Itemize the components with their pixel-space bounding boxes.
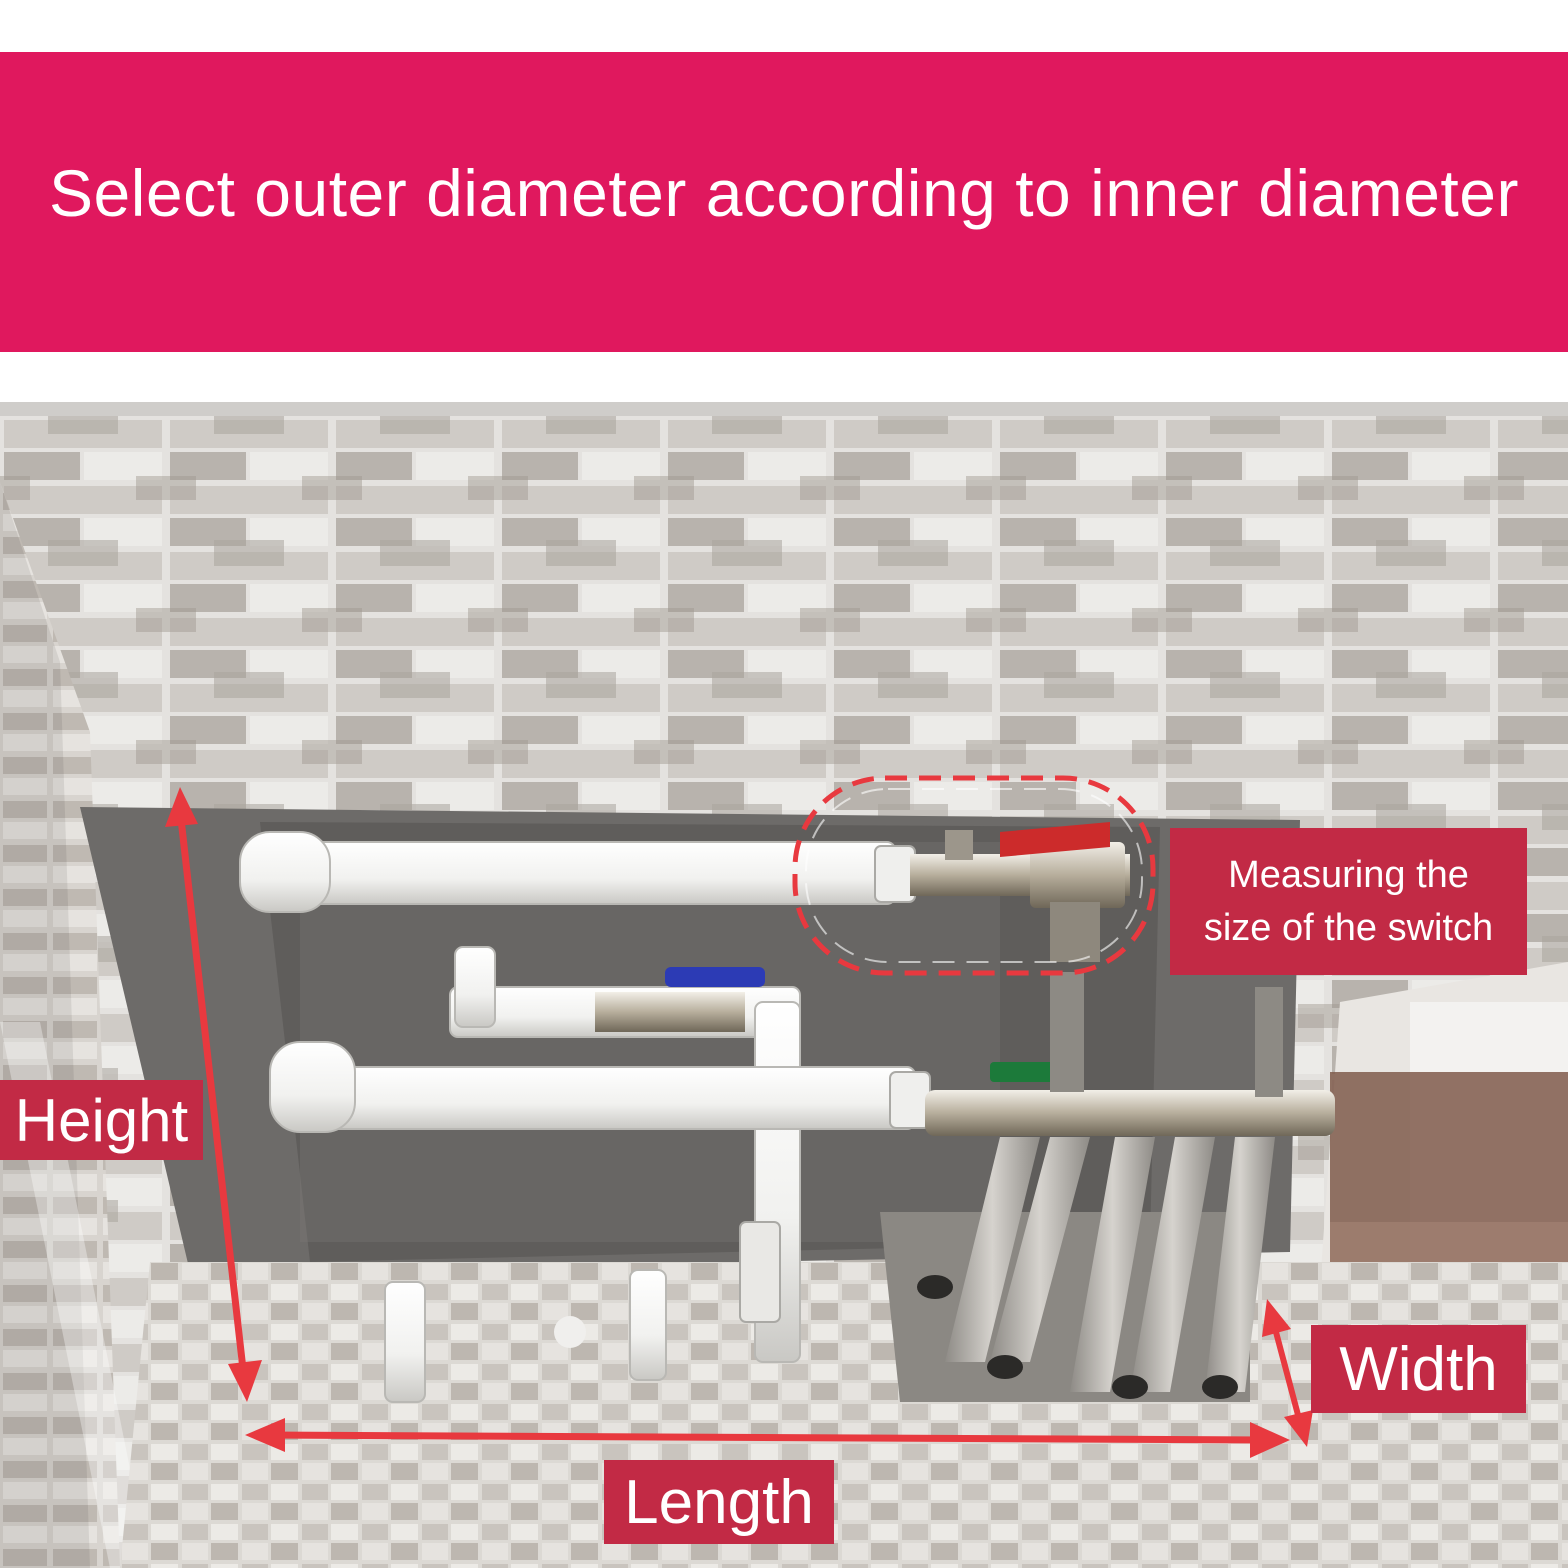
banner-title: Select outer diameter according to inner… xyxy=(49,156,1519,230)
height-label: Height xyxy=(0,1080,203,1160)
length-label: Length xyxy=(604,1460,834,1544)
switch-label-line1: Measuring the xyxy=(1228,854,1469,897)
title-banner: Select outer diameter according to inner… xyxy=(0,52,1568,352)
width-label: Width xyxy=(1311,1325,1526,1413)
switch-measure-label: Measuring the size of the switch xyxy=(1170,828,1527,975)
switch-label-line2: size of the switch xyxy=(1203,906,1494,949)
